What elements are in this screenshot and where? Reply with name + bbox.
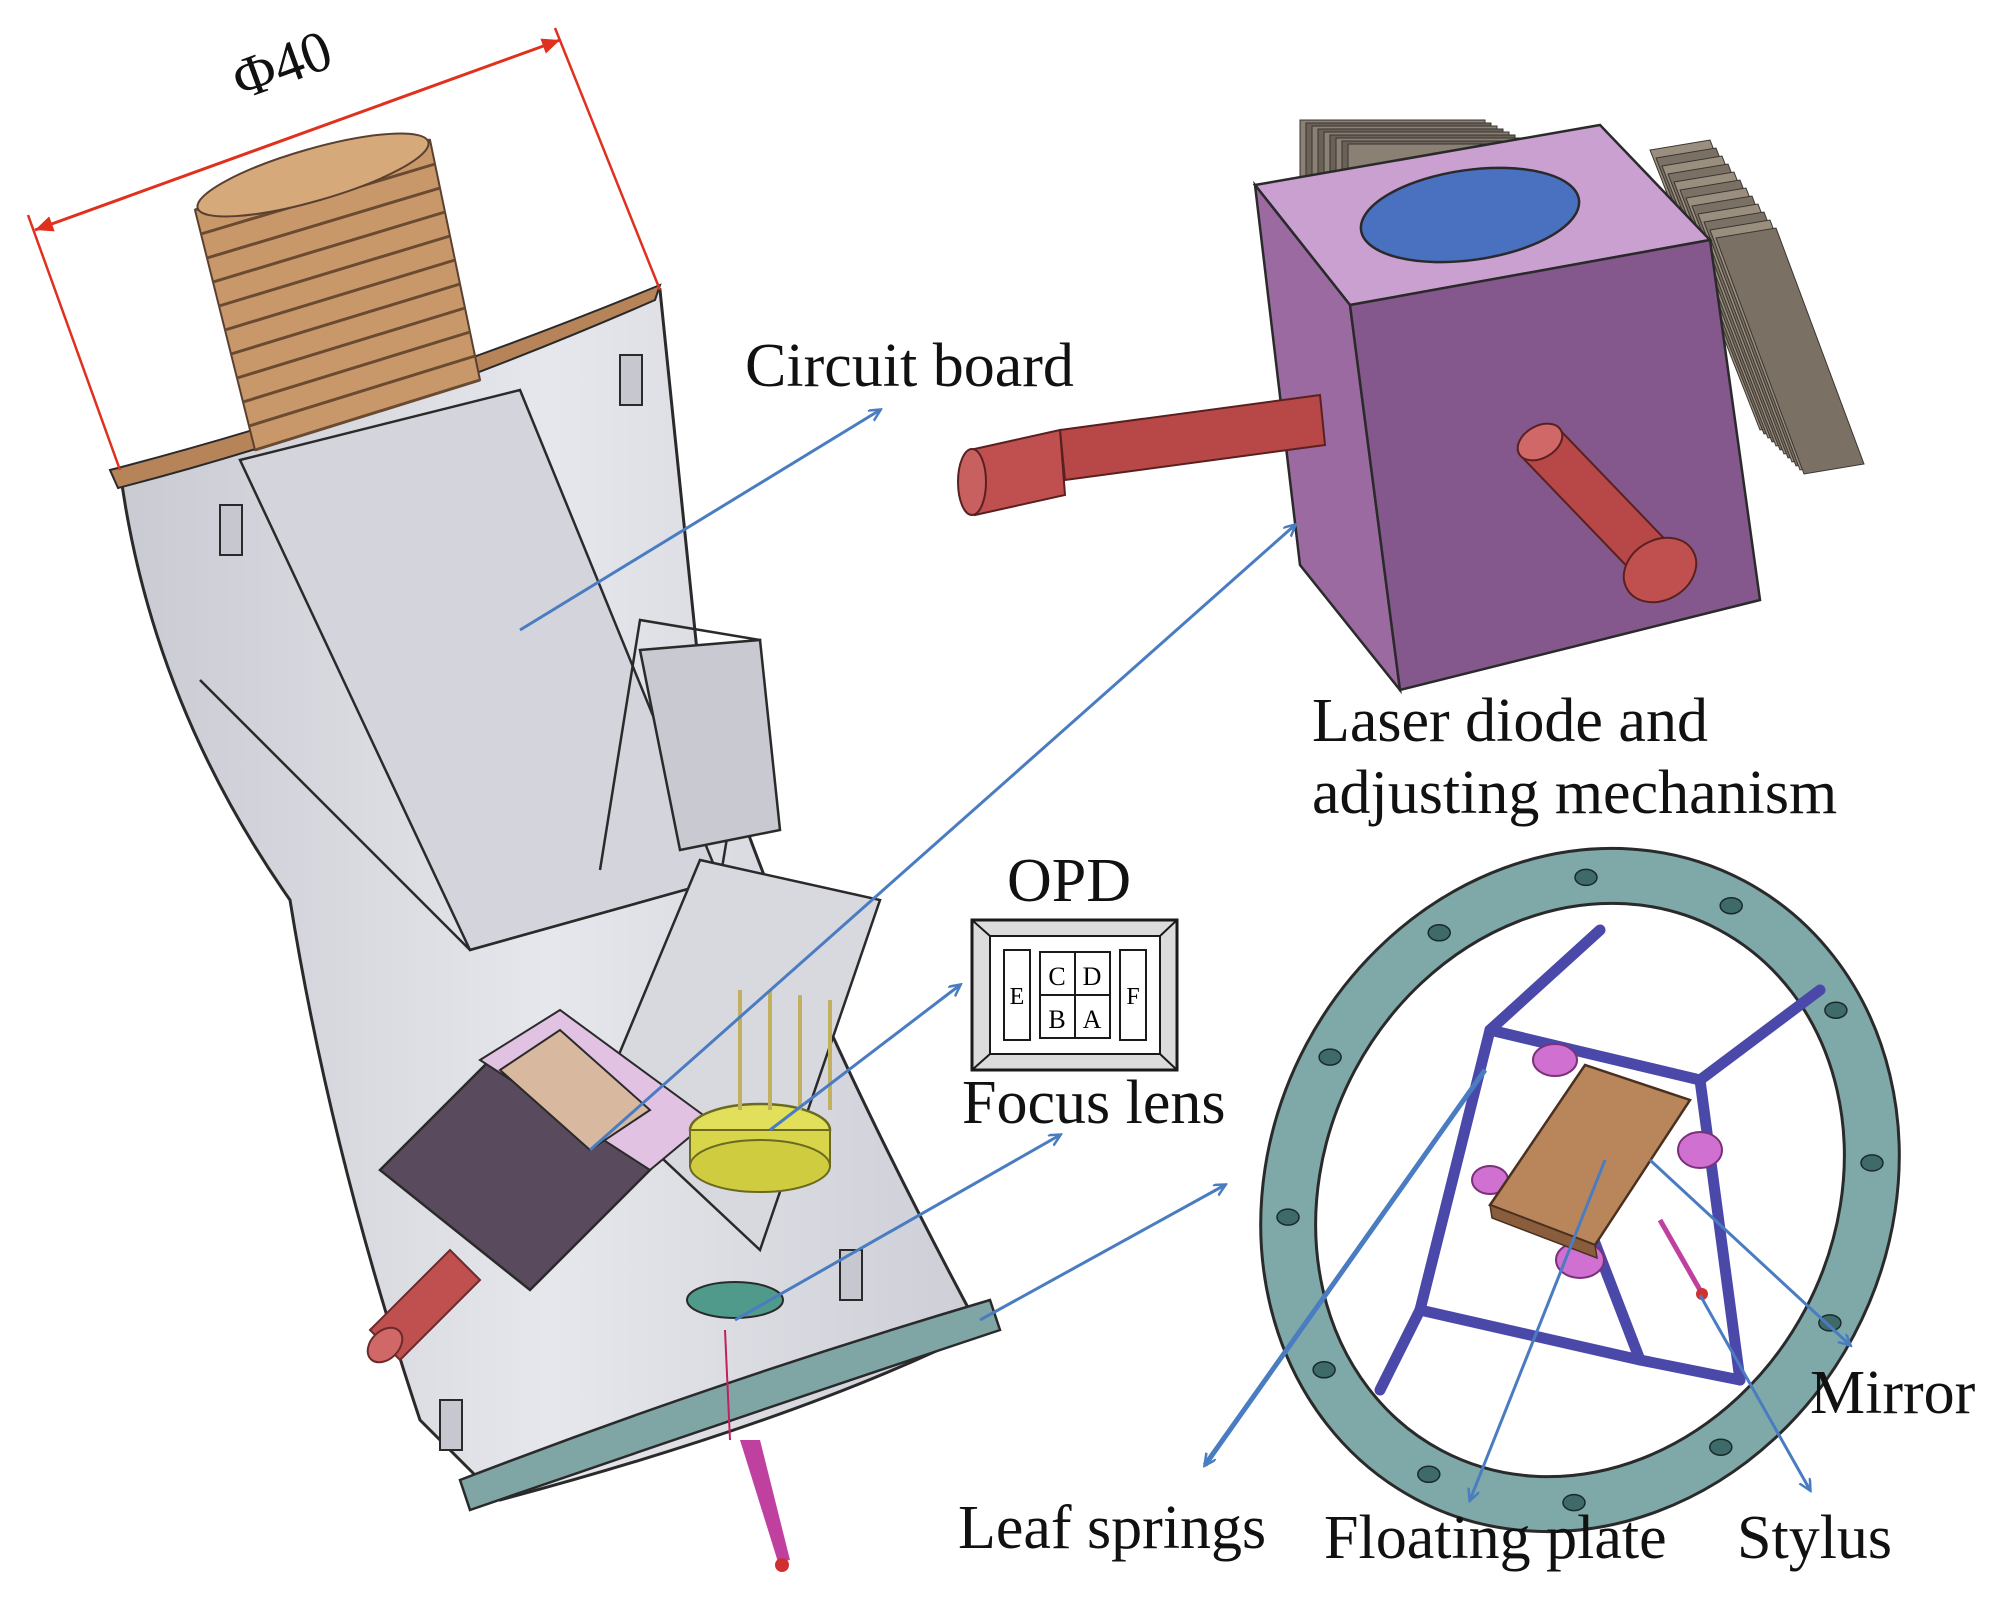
probe-housing: [108, 283, 983, 1502]
ring-hole: [1860, 1154, 1884, 1172]
ring-hole: [1719, 896, 1743, 915]
base-plate: [458, 1298, 1002, 1572]
thread-ridge: [254, 378, 481, 452]
opd-cell-f-box: [1119, 949, 1147, 1041]
label-leaf-springs: Leaf springs: [958, 1494, 1267, 1562]
stylus-probe: [740, 1440, 790, 1562]
arrow-floating-plate: [1470, 1159, 1607, 1500]
ring-hole: [1276, 1208, 1300, 1226]
label-circuit-board: Circuit board: [745, 332, 1074, 400]
dimension-line: [34, 38, 561, 232]
inner-side-block: [638, 638, 782, 852]
label-laser-line2: adjusting mechanism: [1312, 759, 1838, 827]
arrow-circuit-board: [519, 410, 880, 632]
arrow-mirror: [1648, 1158, 1850, 1345]
opd-cell-d: D: [1083, 962, 1102, 991]
arrow-stylus: [1698, 1294, 1810, 1490]
laser-module: [366, 1008, 712, 1364]
opd-cell-e-box: [1003, 949, 1031, 1041]
label-stylus: Stylus: [1737, 1504, 1893, 1572]
opd-cell-b: B: [1048, 1005, 1065, 1034]
ring-hole: [1818, 1314, 1842, 1332]
leaf-springs-group: [1374, 924, 1826, 1396]
stylus-tip: [775, 1558, 789, 1572]
thread-ridge: [224, 258, 456, 332]
opd-cell-e: E: [1010, 984, 1025, 1010]
collar-hole-right: [619, 354, 643, 406]
heat-fin-side: [1715, 227, 1865, 475]
thread-ridge: [218, 234, 451, 308]
laser-block-assembly: [957, 119, 1865, 695]
label-focus-lens: Focus lens: [962, 1069, 1226, 1137]
label-opd: OPD: [1007, 847, 1132, 915]
ring-hole: [1574, 868, 1598, 887]
arrow-focus-lens: [734, 1135, 1060, 1322]
arrow-laser-diode: [589, 525, 1295, 1152]
lens-holder: [686, 990, 832, 1319]
flexure-stylus-tip: [1696, 1288, 1708, 1300]
ring-hole: [1417, 1465, 1441, 1484]
focus-lens-disc: [686, 1281, 784, 1319]
arrow-base-ring: [979, 1185, 1225, 1322]
thread-ridge: [230, 282, 461, 356]
thread-ridge: [248, 354, 476, 428]
label-laser-line1: Laser diode and: [1312, 687, 1708, 755]
arrow-leaf-springs: [1205, 1068, 1488, 1465]
laser-pin-horizontal: [1058, 393, 1327, 482]
opd-cell-c: C: [1048, 962, 1065, 991]
label-floating-plate: Floating plate: [1324, 1504, 1667, 1572]
thread-ridge: [242, 330, 471, 404]
opd-cell-a: A: [1083, 1005, 1102, 1034]
ring-hole: [1312, 1361, 1336, 1379]
dimension-ext-left: [26, 214, 122, 471]
ring-hole: [1427, 924, 1451, 942]
flexure-assembly: [1259, 846, 1901, 1534]
label-mirror: Mirror: [1810, 1359, 1976, 1427]
ring-hole: [1318, 1048, 1342, 1066]
collar-hole-left: [219, 504, 243, 556]
thread-ridge: [236, 306, 466, 380]
leader-arrows: [519, 410, 1850, 1500]
ring-hole: [1824, 1001, 1848, 1019]
opd-cell-f: F: [1126, 984, 1139, 1010]
bottom-hole-left: [439, 1399, 463, 1451]
arrow-opd: [769, 985, 960, 1132]
bottom-hole-right: [839, 1249, 863, 1301]
opd-chip: E C D B A F: [970, 918, 1179, 1072]
ring-hole: [1709, 1438, 1733, 1456]
ring-hole: [1562, 1493, 1586, 1512]
dimension-ext-right: [553, 27, 662, 291]
laser-window: [1359, 166, 1581, 264]
